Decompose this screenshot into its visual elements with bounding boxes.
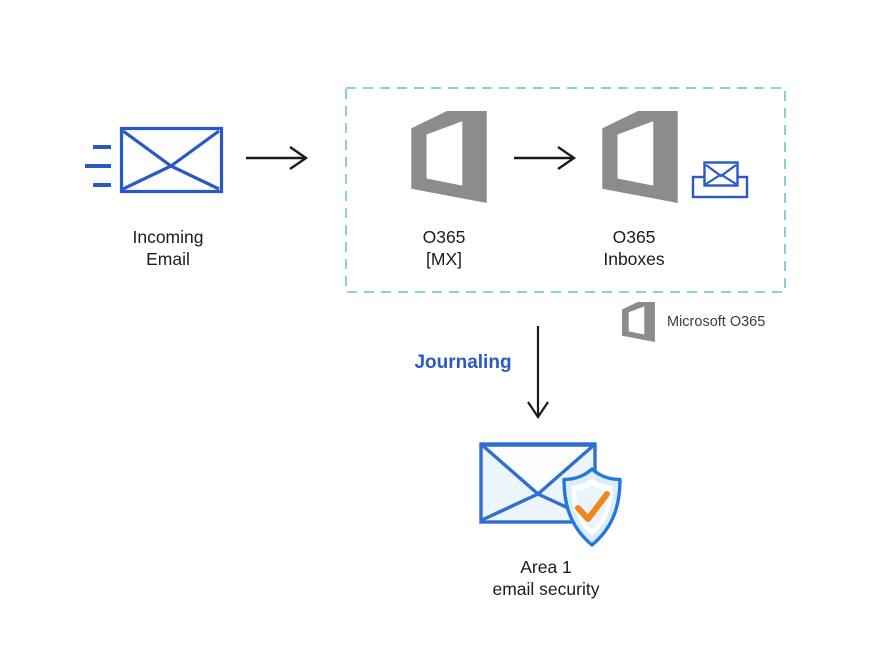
checkmark-icon	[575, 491, 610, 522]
o365-mx-logo-icon	[411, 111, 487, 203]
journaling-label: Journaling	[414, 352, 512, 373]
arrow-down-icon	[527, 326, 549, 419]
arrow-right-icon	[514, 146, 577, 170]
shield-icon	[562, 467, 622, 547]
speed-lines-icon	[85, 145, 111, 187]
legend-o365-logo-icon	[622, 302, 655, 342]
o365-mx-label: O365 [MX]	[422, 227, 466, 269]
o365-inboxes-logo-icon	[602, 111, 678, 203]
legend-label: Microsoft O365	[667, 314, 766, 330]
incoming-email-label: Incoming Email	[132, 227, 204, 269]
area1-email-security-icon	[479, 442, 622, 547]
envelope-icon	[119, 126, 224, 194]
inbox-icon	[691, 161, 749, 199]
incoming-email-icon	[85, 126, 224, 194]
arrow-right-icon	[246, 146, 309, 170]
o365-inboxes-label: O365 Inboxes	[603, 227, 665, 269]
area1-label: Area 1 email security	[492, 557, 600, 599]
